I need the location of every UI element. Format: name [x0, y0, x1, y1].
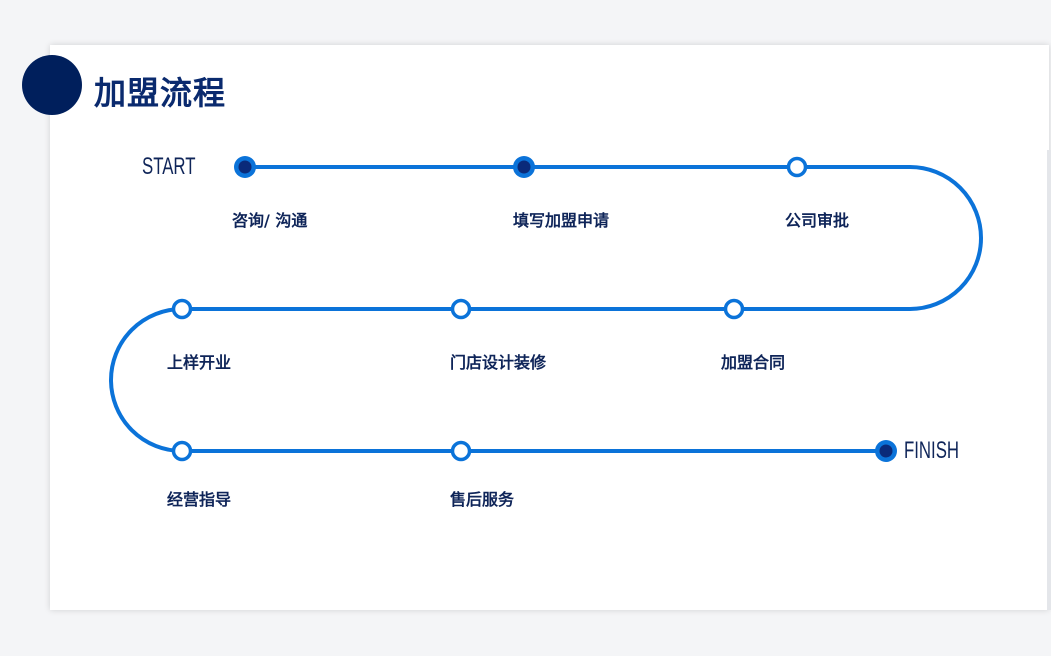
step-node-hollow — [171, 440, 193, 462]
step-node-hollow — [450, 440, 472, 462]
scroll-edge — [1047, 150, 1051, 610]
step-node-hollow — [786, 156, 808, 178]
finish-label: FINISH — [904, 437, 960, 464]
step-node-hollow — [171, 298, 193, 320]
start-label: START — [142, 153, 196, 180]
step-label: 加盟合同 — [721, 353, 786, 372]
step-label: 经营指导 — [167, 490, 232, 509]
process-card — [50, 45, 1049, 610]
step-label: 门店设计装修 — [450, 353, 547, 372]
step-label: 售后服务 — [450, 490, 515, 509]
step-label: 填写加盟申请 — [513, 211, 610, 230]
step-node-hollow — [450, 298, 472, 320]
step-node-center — [238, 160, 252, 174]
step-node-center — [517, 160, 531, 174]
title-bullet-icon — [22, 55, 82, 115]
step-label: 公司审批 — [785, 211, 850, 230]
path-line — [109, 165, 983, 453]
page-title: 加盟流程 — [94, 74, 227, 112]
step-node-center — [879, 444, 893, 458]
step-label: 上样开业 — [167, 353, 232, 372]
step-node-hollow — [723, 298, 745, 320]
step-label: 咨询/ 沟通 — [232, 211, 308, 230]
